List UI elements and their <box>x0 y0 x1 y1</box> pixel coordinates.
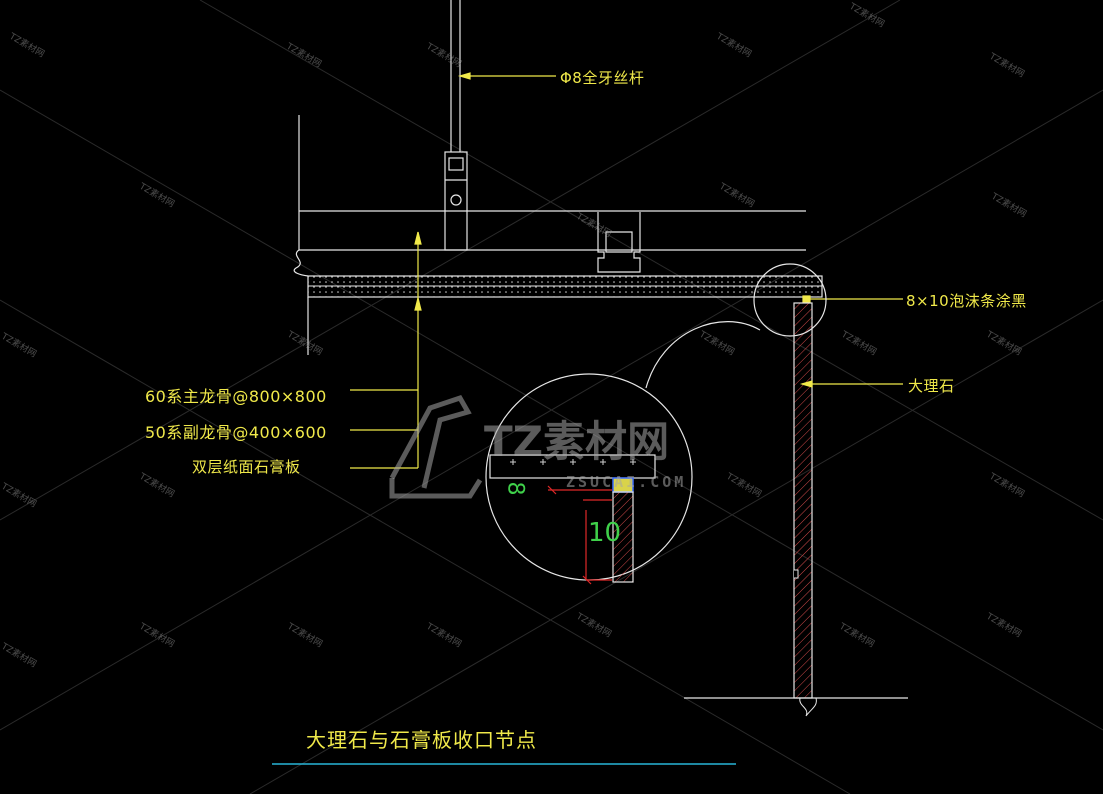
drawing-title: 大理石与石膏板收口节点 <box>306 728 537 752</box>
gypsum-label: 双层纸面石膏板 <box>192 458 301 476</box>
slab-outline <box>293 115 806 355</box>
watermark-url: ZSUCAI.COM <box>566 473 687 491</box>
dimension-depth: 10 <box>588 518 622 548</box>
keel-leader <box>350 231 422 469</box>
hanger-clip <box>444 151 468 251</box>
foam-label: 8×10泡沫条涂黑 <box>906 292 1027 310</box>
enlarged-detail <box>489 454 656 585</box>
watermark-logo <box>389 394 483 499</box>
sub-keel-label: 50系副龙骨@400×600 <box>145 423 327 442</box>
gypsum-board <box>307 275 823 298</box>
marble-label: 大理石 <box>908 377 955 395</box>
rod-leader <box>457 72 556 80</box>
main-keel-label: 60系主龙骨@800×800 <box>145 387 327 406</box>
marble-leader <box>799 380 903 388</box>
dimension-gap: 8 <box>502 481 528 496</box>
sub-keel-profile <box>597 212 641 273</box>
marble-panel <box>684 302 908 717</box>
rod-label: Φ8全牙丝杆 <box>560 69 645 87</box>
watermark-brand: TZ素材网 <box>484 417 670 466</box>
